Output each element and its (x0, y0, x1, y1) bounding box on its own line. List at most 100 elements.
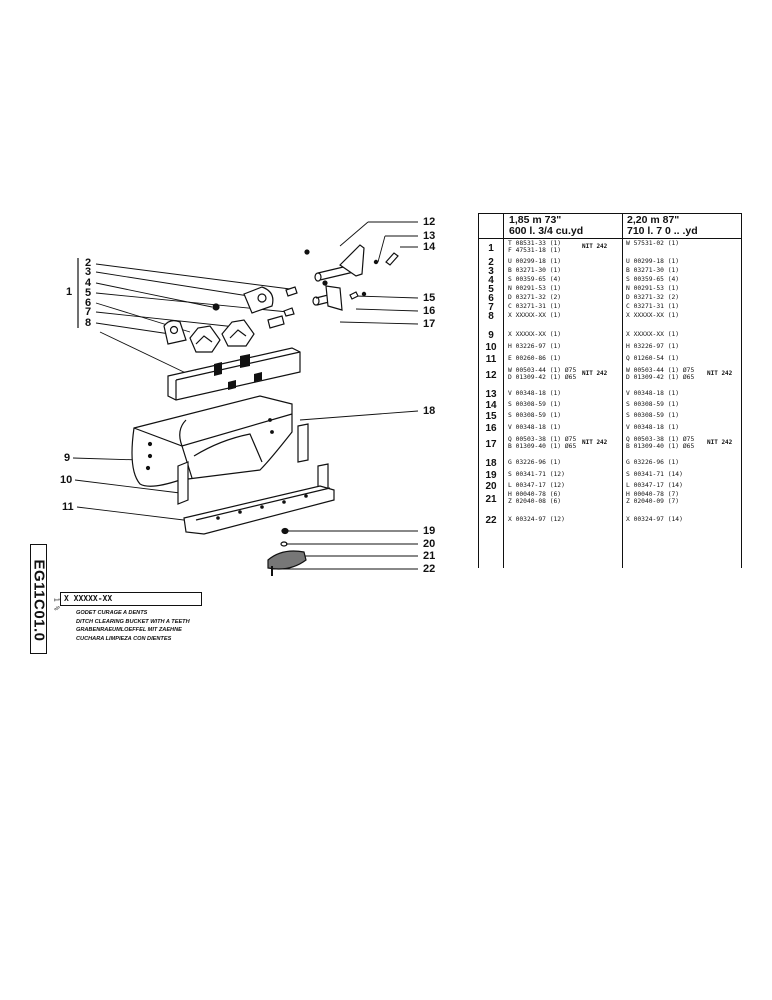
part-number-col2: V 00348-18 (1) (626, 424, 680, 431)
pin-part-17 (312, 280, 367, 311)
item-number: 7 (488, 302, 494, 313)
note-col1: NIT 242 (582, 439, 608, 446)
callout-6: 6 (85, 297, 92, 309)
item-number: 2 (488, 257, 494, 268)
part-number-col2: Q 00503-38 (1) Ø75 (626, 436, 695, 443)
part-number-col2: C 03271-31 (1) (626, 303, 680, 310)
item-number: 12 (485, 370, 497, 381)
item-number: 17 (485, 439, 497, 450)
part-number-col2: X 00324-97 (14) (626, 516, 683, 523)
part-number-col2: W 57531-02 (1) (626, 240, 680, 247)
item-number: 15 (485, 411, 497, 422)
item-number: 10 (485, 342, 497, 353)
part-number-col1: T 08531-33 (1) (508, 240, 562, 247)
part-number-col2: B 03271-30 (1) (626, 267, 680, 274)
callout-10: 10 (60, 474, 73, 486)
part-number-col1: N 00291-53 (1) (508, 285, 562, 292)
callout-22: 22 (423, 563, 436, 575)
part-number-col1: X XXXXX-XX (1) (508, 312, 562, 319)
part-number-col2: X XXXXX-XX (1) (626, 331, 680, 338)
ear-bracket-part-3 (212, 286, 298, 317)
callout-8: 8 (85, 317, 92, 329)
item-number: 22 (485, 515, 497, 526)
part-number-col1-line2: F 47531-18 (1) (508, 247, 562, 254)
title-spanish: CUCHARA LIMPIEZA CON DIENTES (76, 635, 172, 642)
callout-17: 17 (423, 318, 436, 330)
table-row: 15 S 00308-59 (1) S 00308-59 (1) (479, 411, 741, 422)
beam-part-8 (167, 347, 301, 401)
part-number-col1: S 00308-59 (1) (508, 401, 562, 408)
item-number: 5 (488, 284, 494, 295)
callout-16: 16 (423, 305, 436, 317)
part-number-col2: H 03226-97 (1) (626, 343, 680, 350)
item-number: 1 (488, 243, 494, 254)
part-number-col1: Q 00503-38 (1) Ø75 (508, 436, 577, 443)
callout-9: 9 (64, 452, 71, 464)
title-german: GRABENRAEUMLOEFFEL MIT ZAEHNE (76, 627, 182, 633)
part-number-col2: S 00308-59 (1) (626, 412, 680, 419)
item-number: 3 (488, 266, 494, 277)
item-number: 20 (485, 481, 497, 492)
column-divider (622, 213, 623, 568)
cutting-edge-part-11 (183, 485, 335, 535)
bolt-part-14 (373, 252, 399, 266)
part-number-col2: L 00347-17 (14) (626, 482, 683, 489)
part-number-col2: V 00348-18 (1) (626, 390, 680, 397)
part-number-col1: D 03271-32 (2) (508, 294, 562, 301)
bucket-body-part-9 (131, 395, 293, 487)
part-number-col1: S 00341-71 (12) (508, 471, 565, 478)
note-col1: NIT 242 (582, 243, 608, 250)
title-french: GODET CURAGE A DENTS (76, 610, 148, 616)
part-number-col2: S 00359-65 (4) (626, 276, 680, 283)
item-number: 14 (485, 400, 497, 411)
part-number-col1: S 00359-65 (4) (508, 276, 562, 283)
callout-5: 5 (85, 287, 92, 299)
item-number: 4 (488, 275, 494, 286)
part-number-col2: X XXXXX-XX (1) (626, 312, 680, 319)
callout-11: 11 (62, 501, 74, 513)
callout-21: 21 (423, 550, 436, 562)
part-number-col1: E 00260-86 (1) (508, 355, 562, 362)
note-col2: NIT 242 (707, 439, 733, 446)
part-number-col1: X 00324-97 (12) (508, 516, 565, 523)
table-header: 1,85 m 73" 600 l. 3/4 cu.yd 2,20 m 87" 7… (479, 213, 741, 239)
pin-part-12 (304, 244, 365, 282)
part-number-col2: G 03226-96 (1) (626, 459, 680, 466)
callout-4: 4 (85, 277, 92, 289)
item-number: 16 (485, 423, 497, 434)
item-number: 11 (485, 354, 497, 365)
callout-1: 1 (66, 286, 73, 298)
part-number-col1-line2: B 01309-40 (1) Ø65 (508, 443, 577, 450)
callout-3: 3 (85, 266, 92, 278)
callout-15: 15 (423, 292, 436, 304)
part-number-col1-line2: Z 02040-08 (6) (508, 498, 562, 505)
title-english: DITCH CLEARING BUCKET WITH A TEETH (76, 618, 190, 625)
part-number-col1: S 00308-59 (1) (508, 412, 562, 419)
title-lines: GODET CURAGE A DENTS DITCH CLEARING BUCK… (76, 609, 190, 643)
callout-18: 18 (423, 405, 436, 417)
document-code: EG11C01.0 (30, 559, 48, 642)
callout-14: 14 (423, 241, 436, 253)
parts-table: 1,85 m 73" 600 l. 3/4 cu.yd 2,20 m 87" 7… (478, 213, 742, 568)
part-code-box: X XXXXX-XX (60, 592, 202, 606)
item-number: 19 (485, 470, 497, 481)
callout-2: 2 (85, 257, 92, 269)
callout-12: 12 (423, 216, 436, 228)
table-row: 1 T 08531-33 (1)F 47531-18 (1) NIT 242 W 57… (479, 240, 741, 254)
callout-7: 7 (85, 306, 92, 318)
hardware-parts-19-22 (267, 527, 307, 576)
part-number-col1: W 00503-44 (1) Ø75 (508, 367, 577, 374)
